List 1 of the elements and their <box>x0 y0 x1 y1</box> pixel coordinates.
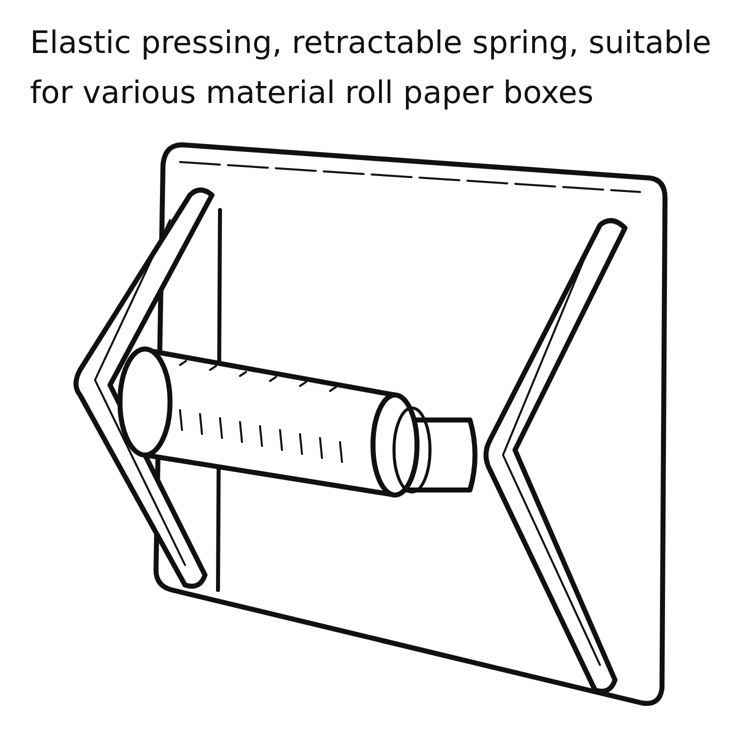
title: Elastic pressing, retractable spring, suitable for various material roll paper boxes <box>30 24 712 113</box>
